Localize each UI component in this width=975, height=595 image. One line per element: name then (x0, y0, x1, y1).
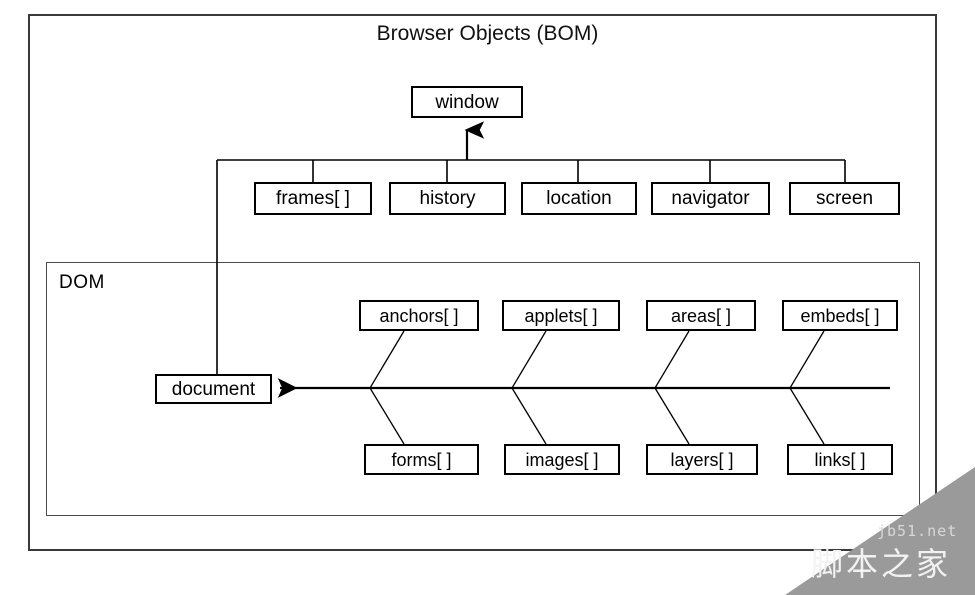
node-anchors[interactable]: anchors[ ] (359, 300, 479, 331)
node-embeds[interactable]: embeds[ ] (782, 300, 898, 331)
node-areas[interactable]: areas[ ] (646, 300, 756, 331)
bom-outer-frame (28, 14, 937, 551)
dom-section-label: DOM (59, 272, 105, 293)
diagram-title: Browser Objects (BOM) (376, 22, 599, 45)
node-forms[interactable]: forms[ ] (364, 444, 479, 475)
node-layers[interactable]: layers[ ] (646, 444, 758, 475)
node-frames[interactable]: frames[ ] (254, 182, 372, 215)
node-window[interactable]: window (411, 86, 523, 118)
node-location[interactable]: location (521, 182, 637, 215)
node-images[interactable]: images[ ] (504, 444, 620, 475)
node-history[interactable]: history (389, 182, 506, 215)
node-applets[interactable]: applets[ ] (502, 300, 620, 331)
node-screen[interactable]: screen (789, 182, 900, 215)
dom-frame (46, 262, 920, 516)
node-navigator[interactable]: navigator (651, 182, 770, 215)
node-document[interactable]: document (155, 374, 272, 404)
node-links[interactable]: links[ ] (787, 444, 893, 475)
